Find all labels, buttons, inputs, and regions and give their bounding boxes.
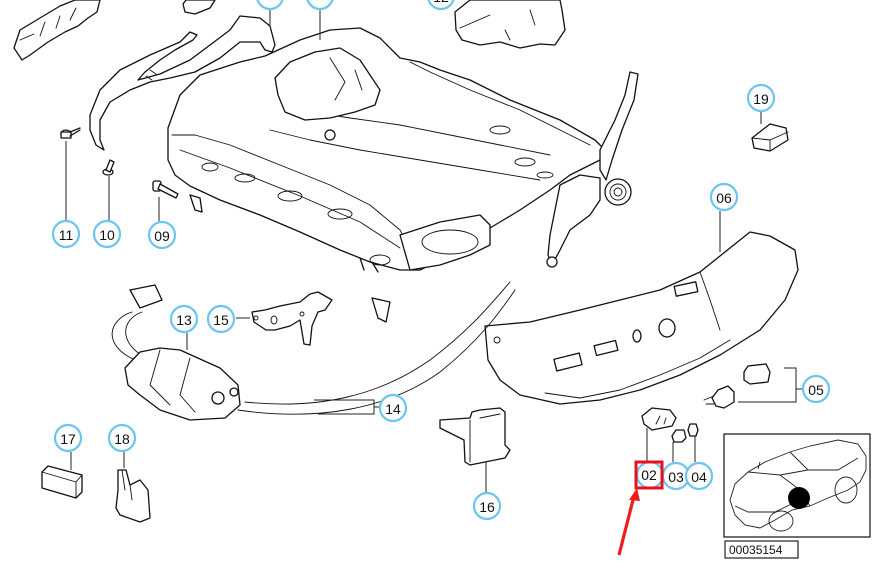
callout-18[interactable]: 18 [107,423,137,453]
mounting-bracket-part-15 [251,291,333,346]
adjuster-mechanism-part-12 [454,0,566,49]
clip-part-17 [41,465,83,499]
svg-text:15: 15 [213,312,229,328]
svg-text:09: 09 [154,228,170,244]
callout-top-a-partial [256,0,284,11]
seat-motor-part-13 [111,284,241,421]
screw-part-11 [60,127,81,139]
button-cap-part-05 [703,363,771,409]
highlight-box-part-02 [634,460,664,490]
svg-text:10: 10 [99,227,115,243]
red-arrow-pointer [617,488,640,556]
reference-number-box: 00035154 [724,540,799,559]
callout-14[interactable]: 14 [378,393,408,423]
svg-text:19: 19 [753,91,769,107]
svg-text:16: 16 [479,499,495,515]
svg-text:13: 13 [176,312,192,328]
callout-05[interactable]: 05 [801,374,831,404]
bolt-part-09 [152,180,179,199]
svg-text:17: 17 [60,431,76,447]
callout-16[interactable]: 16 [472,491,502,521]
side-trim-panel-part-06 [484,231,799,405]
callout-09[interactable]: 09 [147,220,177,250]
callout-12-partial[interactable]: 12 [427,0,455,11]
svg-text:14: 14 [385,401,401,417]
callout-top-b-partial [306,0,334,11]
cables-part-14 [237,281,516,415]
bracket-plate-part-16 [439,407,511,466]
callout-02[interactable]: 02 [635,460,665,490]
reference-number: 00035154 [729,543,783,557]
leader-lines [65,10,802,492]
holder-clip-part-18 [115,469,151,523]
cap-part-19 [751,123,789,152]
callout-11[interactable]: 11 [51,219,81,249]
svg-text:02: 02 [641,467,657,483]
knob-part-03 [671,429,687,443]
svg-text:12: 12 [433,0,449,5]
callout-13[interactable]: 13 [169,304,199,334]
bracket-top-center-left [182,0,216,15]
callout-04[interactable]: 04 [684,461,714,491]
callout-19[interactable]: 19 [746,83,776,113]
svg-text:06: 06 [716,190,732,206]
callout-17[interactable]: 17 [53,423,83,453]
seat-location-marker-icon [788,487,810,509]
callout-06[interactable]: 06 [709,182,739,212]
knob-part-04 [687,423,699,437]
seat-frame-assembly [167,27,639,323]
trim-cover-part [89,15,276,151]
vehicle-location-inset [723,433,871,538]
svg-text:11: 11 [59,227,74,243]
svg-text:03: 03 [668,469,684,485]
svg-text:05: 05 [808,382,824,398]
callout-10[interactable]: 10 [92,219,122,249]
clip-part-10 [102,159,115,176]
switch-part-02 [641,407,677,431]
seat-rail-bracket-top-left [13,0,101,61]
svg-text:18: 18 [114,431,130,447]
svg-text:04: 04 [691,469,707,485]
callout-15[interactable]: 15 [206,304,236,334]
